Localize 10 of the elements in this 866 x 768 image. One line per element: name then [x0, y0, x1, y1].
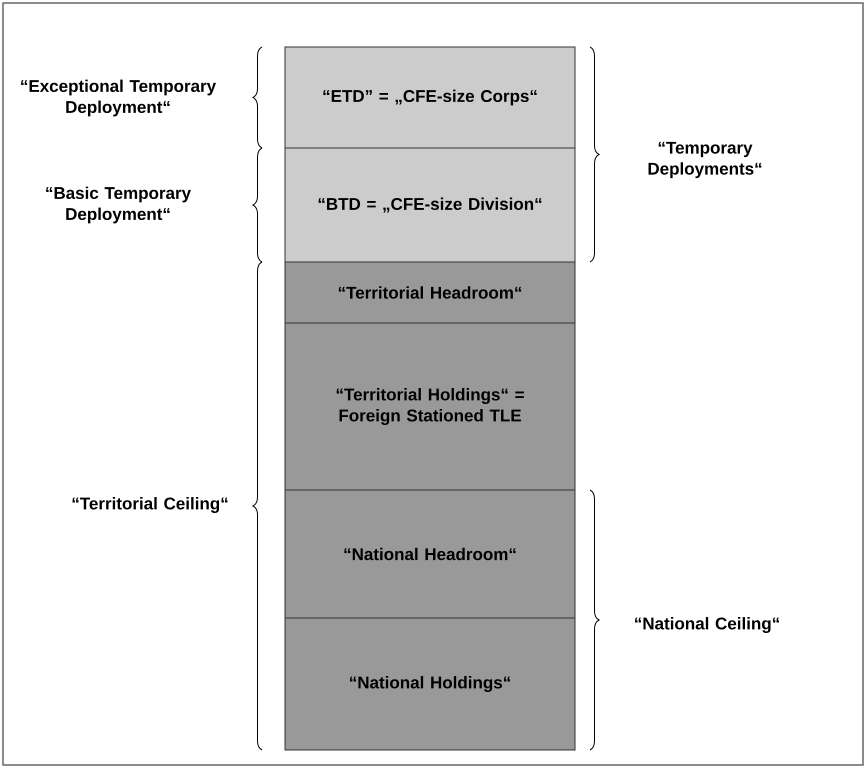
stack-segment: “National Holdings“ — [284, 618, 576, 750]
bracket-label: “National Ceiling“ — [635, 617, 779, 633]
bracket-label: “Territorial Ceiling“ — [72, 497, 228, 513]
stack-segment: “National Headroom“ — [284, 490, 576, 618]
bracket-label: “Exceptional Temporary Deployment“ — [21, 80, 216, 116]
stack-segment: “Territorial Headroom“ — [284, 262, 576, 324]
bracket-label: “Temporary Deployments“ — [648, 142, 762, 178]
stack-segment: “ETD” = „CFE-size Corps“ — [284, 46, 576, 148]
stack-segment: “BTD = „CFE-size Division“ — [284, 148, 576, 262]
bracket-label: “Basic Temporary Deployment“ — [46, 186, 191, 224]
